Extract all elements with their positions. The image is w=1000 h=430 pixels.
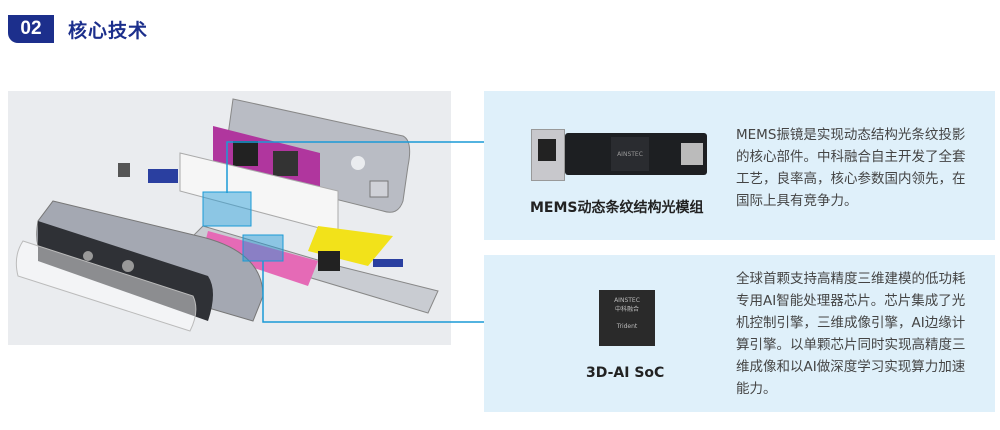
section-number-badge: 02 — [8, 15, 54, 43]
mems-highlight — [202, 191, 252, 227]
mems-module-panel: AINSTEC MEMS动态条纹结构光模组 MEMS振镜是实现动态结构光条纹投影… — [484, 91, 995, 240]
exploded-camera-illustration — [8, 91, 451, 345]
section-title: 核心技术 — [68, 20, 149, 42]
soc-caption: 3D-AI SoC — [586, 365, 665, 381]
mems-module-image: AINSTEC — [531, 129, 707, 181]
mems-caption: MEMS动态条纹结构光模组 — [530, 200, 704, 216]
chip-brand: AINSTEC — [614, 297, 640, 304]
soc-description: 全球首颗支持高精度三维建模的低功耗专用AI智能处理器芯片。芯片集成了光机控制引擎… — [736, 271, 966, 397]
chip-model: Trident — [616, 323, 638, 330]
soc-chip-image: AINSTEC 中科融合 Trident — [599, 290, 655, 346]
soc-panel: AINSTEC 中科融合 Trident 3D-AI SoC 全球首颗支持高精度… — [484, 255, 995, 412]
board-brand-label: AINSTEC — [611, 137, 649, 171]
chip-company: 中科融合 — [614, 306, 639, 313]
mems-description: MEMS振镜是实现动态结构光条纹投影的核心部件。中科融合自主开发了全套工艺，良率… — [736, 127, 966, 209]
